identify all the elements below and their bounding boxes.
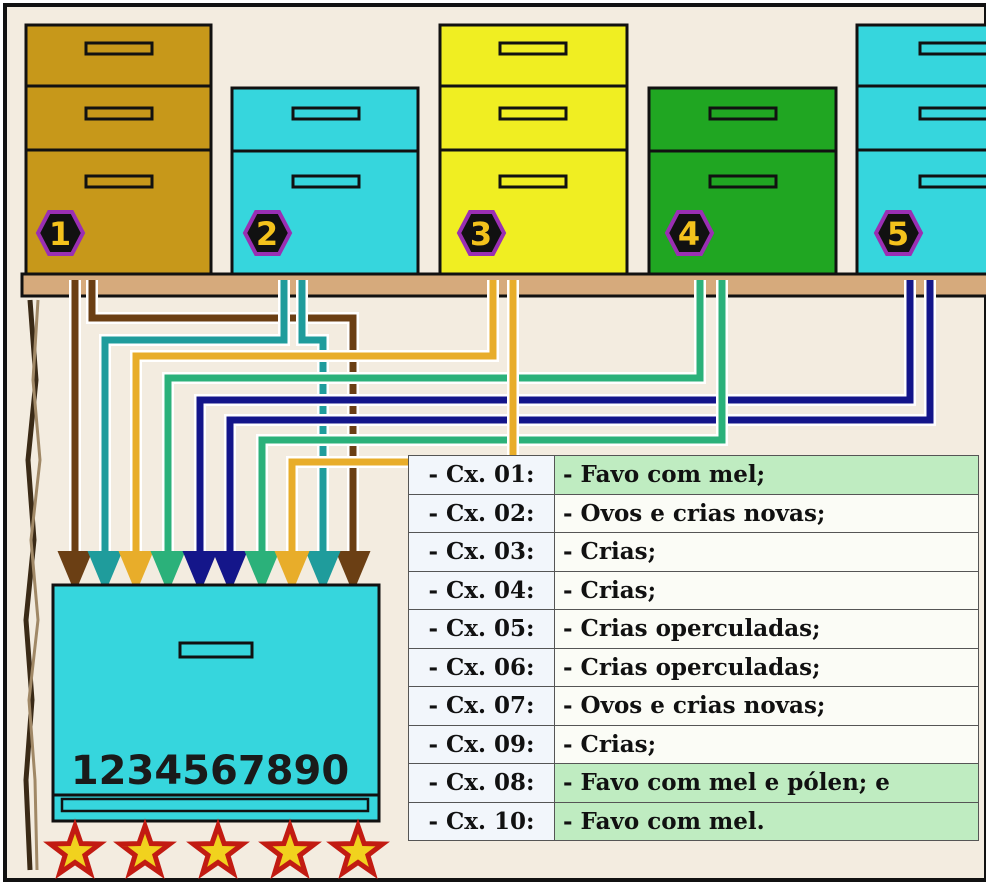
legend-text: - Crias operculadas; xyxy=(555,648,979,687)
box-badge-2: 2 xyxy=(245,212,290,254)
legend-label: - Cx. 05: xyxy=(409,610,555,649)
legend-label: - Cx. 04: xyxy=(409,571,555,610)
hive-handle xyxy=(180,643,252,657)
box-number-5: 5 xyxy=(887,215,909,253)
legend-table: - Cx. 01: - Favo com mel; - Cx. 02: - Ov… xyxy=(408,455,979,841)
box-badge-4: 4 xyxy=(667,212,712,254)
shelf xyxy=(22,274,986,296)
box-number-2: 2 xyxy=(256,215,278,253)
legend-row: - Cx. 09: - Crias; xyxy=(409,725,979,764)
legend-row: - Cx. 10: - Favo com mel. xyxy=(409,802,979,841)
legend-row: - Cx. 04: - Crias; xyxy=(409,571,979,610)
legend-text: - Favo com mel e pólen; e xyxy=(555,764,979,803)
legend-row: - Cx. 05: - Crias operculadas; xyxy=(409,610,979,649)
legend-row: - Cx. 03: - Crias; xyxy=(409,533,979,572)
legend-text: - Favo com mel. xyxy=(555,802,979,841)
legend-label: - Cx. 10: xyxy=(409,802,555,841)
legend-row: - Cx. 02: - Ovos e crias novas; xyxy=(409,494,979,533)
box-number-4: 4 xyxy=(678,215,700,253)
legend-row: - Cx. 06: - Crias operculadas; xyxy=(409,648,979,687)
legend-text: - Ovos e crias novas; xyxy=(555,687,979,726)
legend-text: - Ovos e crias novas; xyxy=(555,494,979,533)
box-number-3: 3 xyxy=(470,215,492,253)
legend-label: - Cx. 07: xyxy=(409,687,555,726)
box-badge-3: 3 xyxy=(459,212,504,254)
legend-text: - Crias operculadas; xyxy=(555,610,979,649)
legend-row: - Cx. 07: - Ovos e crias novas; xyxy=(409,687,979,726)
box-badge-1: 1 xyxy=(38,212,83,254)
box-badge-5: 5 xyxy=(876,212,921,254)
legend-row: - Cx. 01: - Favo com mel; xyxy=(409,456,979,495)
legend-label: - Cx. 01: xyxy=(409,456,555,495)
destination-hive: 1234567890 xyxy=(53,585,379,821)
legend-label: - Cx. 02: xyxy=(409,494,555,533)
legend-label: - Cx. 06: xyxy=(409,648,555,687)
legend-text: - Crias; xyxy=(555,725,979,764)
legend-label: - Cx. 03: xyxy=(409,533,555,572)
hive-number-label: 1234567890 xyxy=(71,748,349,794)
legend-text: - Crias; xyxy=(555,571,979,610)
legend-label: - Cx. 08: xyxy=(409,764,555,803)
legend-text: - Favo com mel; xyxy=(555,456,979,495)
legend-label: - Cx. 09: xyxy=(409,725,555,764)
legend-text: - Crias; xyxy=(555,533,979,572)
box-number-1: 1 xyxy=(49,215,71,253)
legend-row: - Cx. 08: - Favo com mel e pólen; e xyxy=(409,764,979,803)
